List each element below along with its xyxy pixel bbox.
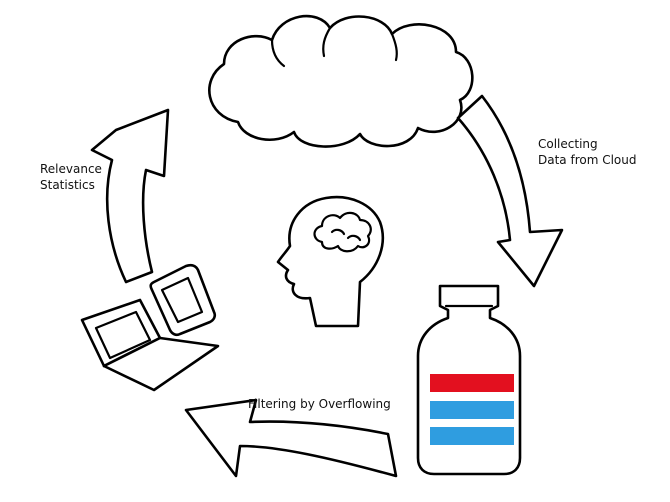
label-relevance-line1: Relevance <box>40 162 102 176</box>
label-collecting-data: Collecting Data from Cloud <box>538 136 636 168</box>
label-relevance-line2: Statistics <box>40 178 95 192</box>
label-collecting-line2: Data from Cloud <box>538 153 637 167</box>
bottle-icon <box>416 284 522 476</box>
laptop-icon <box>80 298 220 392</box>
label-filtering: Filtering by Overflowing <box>248 397 391 411</box>
arrow-filter <box>184 398 398 478</box>
brain-head-icon <box>276 195 385 328</box>
arrow-collect <box>456 94 564 288</box>
bottle-bar-blue-2 <box>430 427 514 445</box>
arrow-relevance <box>90 108 170 284</box>
bottle-bar-red <box>430 374 514 392</box>
cloud-icon <box>208 14 474 148</box>
label-collecting-line1: Collecting <box>538 137 598 151</box>
bottle-bar-blue-1 <box>430 401 514 419</box>
tablet-icon <box>149 263 217 337</box>
label-relevance-statistics: Relevance Statistics <box>40 161 102 193</box>
